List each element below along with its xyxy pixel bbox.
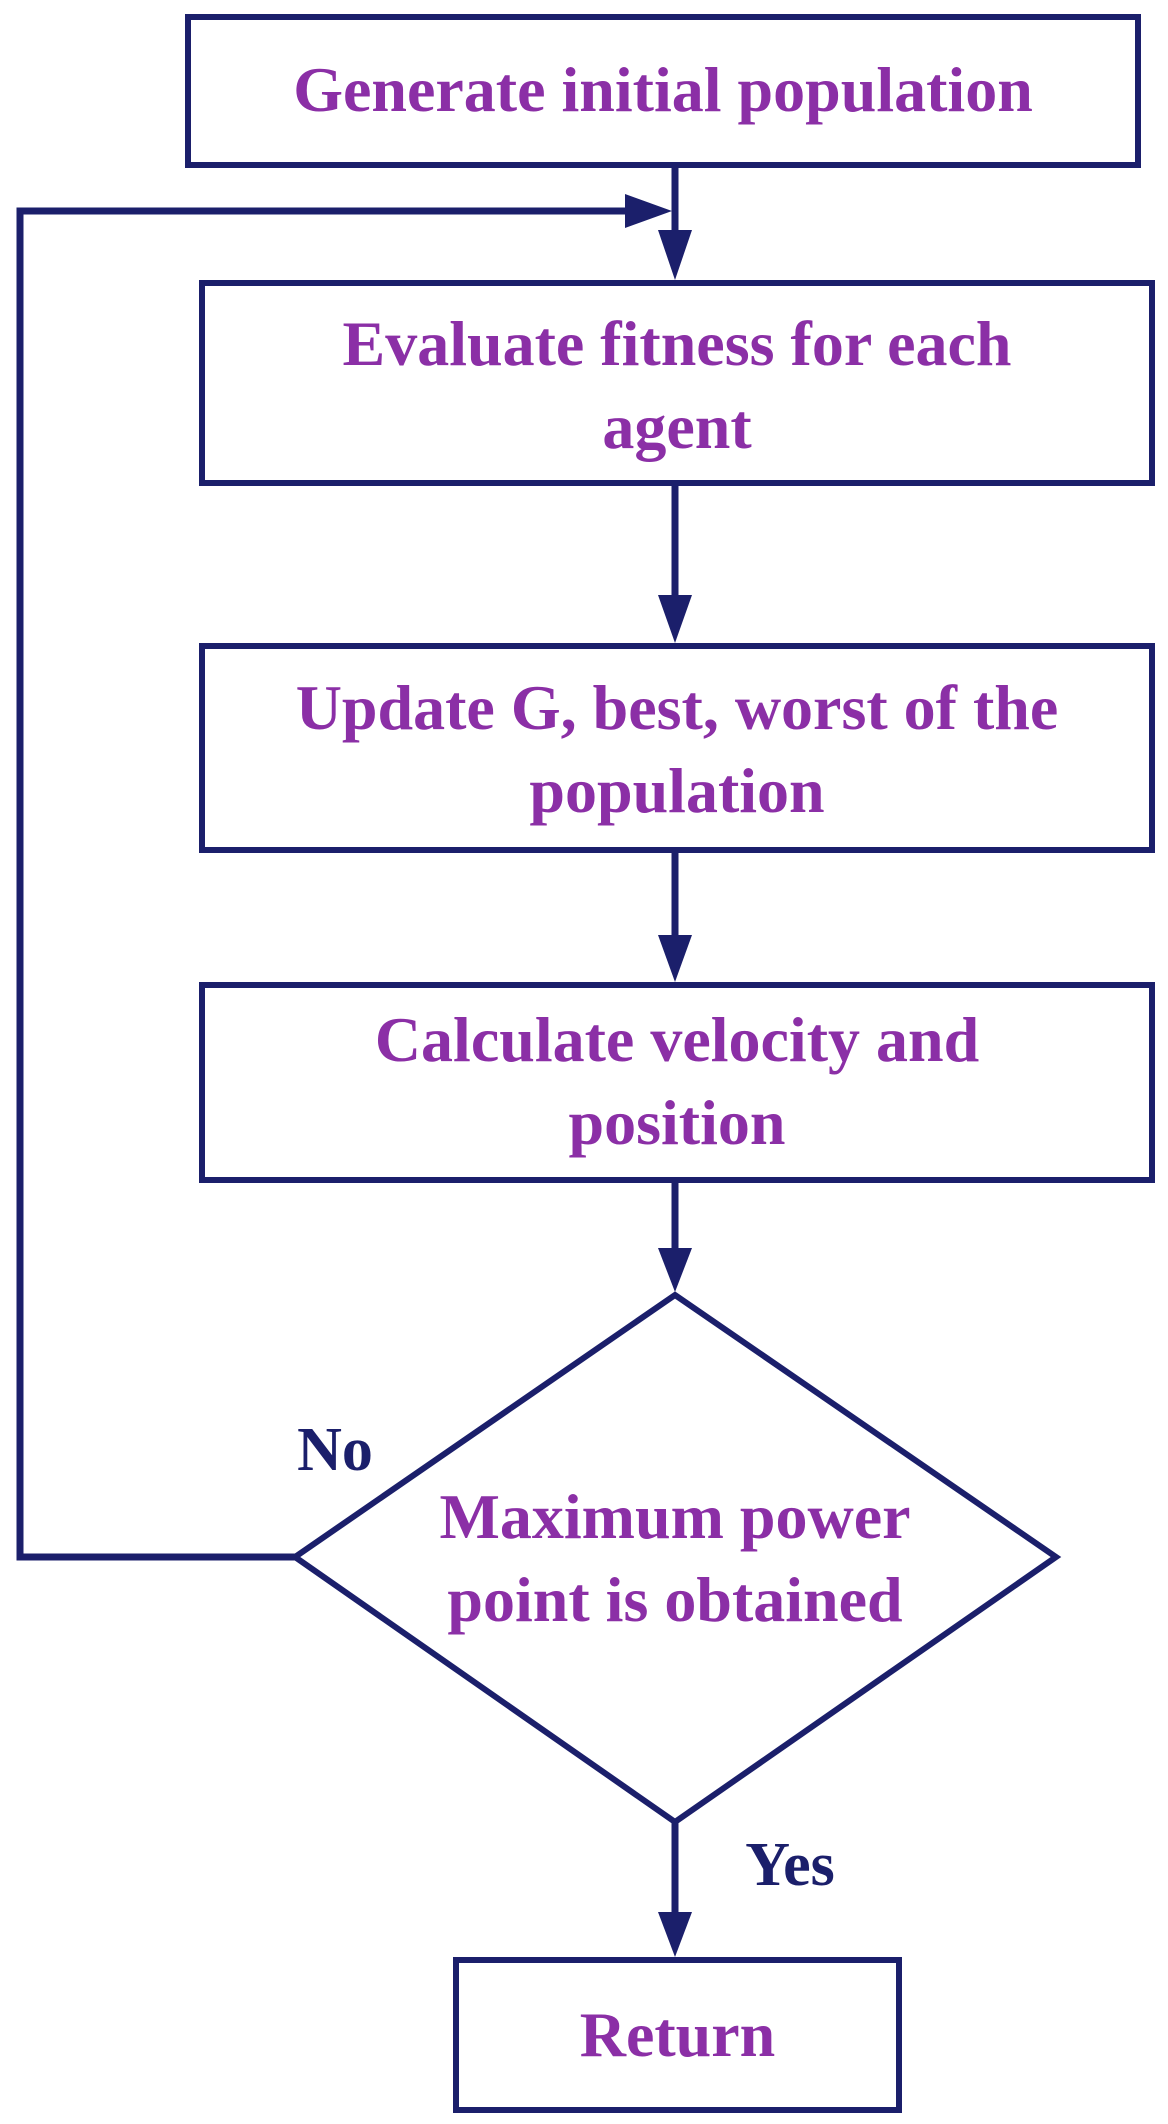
calculate-label: Calculate velocity and position [374,1004,980,1159]
no-label: No [297,1416,373,1484]
return-label: Return [579,1999,776,2070]
generate-box [185,14,1141,168]
arrow-generate-to-evaluate [658,165,692,280]
yes-label: Yes [745,1831,835,1899]
return-box [453,1957,902,2113]
evaluate-label: Evaluate fitness for each agent [342,308,1012,463]
arrow-update-to-calculate [658,850,692,982]
arrow-calculate-to-decision [658,1180,692,1292]
update-label: Update G, best, worst of the population [295,672,1059,827]
arrow-evaluate-to-update [658,483,692,643]
loop-back-arrow-no [16,194,672,1561]
generate-label: Generate initial population [293,54,1033,125]
arrow-decision-to-return [658,1822,692,1957]
decision-label: Maximum power point is obtained [439,1481,911,1636]
